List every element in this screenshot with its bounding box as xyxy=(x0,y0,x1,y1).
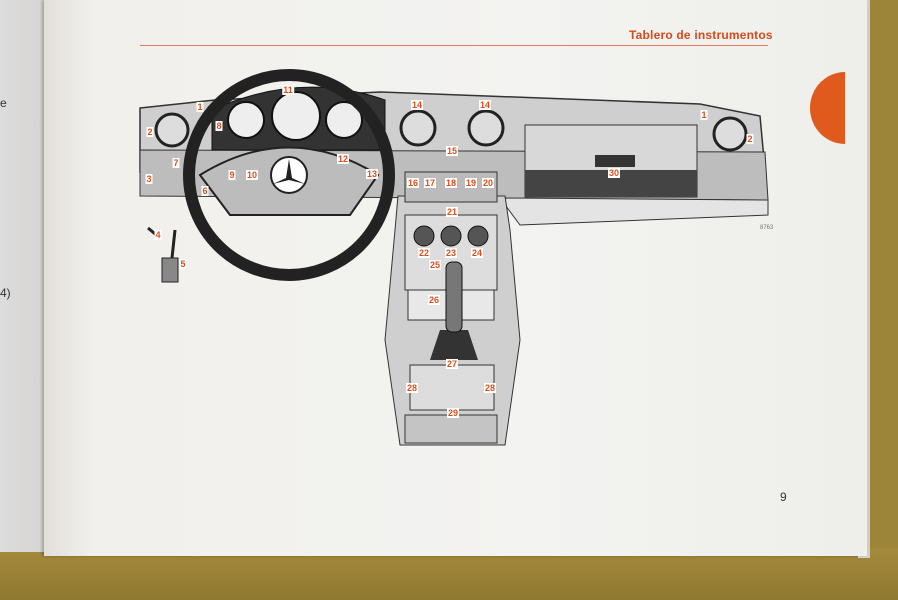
callout-label: 29 xyxy=(446,408,460,418)
left-page-text: 4) xyxy=(0,286,11,300)
callout-label: 8 xyxy=(215,121,223,131)
header-rule xyxy=(140,45,768,46)
callout-label: 6 xyxy=(201,186,209,196)
callout-label: 28 xyxy=(405,383,419,393)
callout-label: 16 xyxy=(406,178,420,188)
callout-label: 9 xyxy=(228,170,236,180)
climate-knobs xyxy=(413,225,489,247)
callout-label: 19 xyxy=(464,178,478,188)
callout-label: 5 xyxy=(179,259,187,269)
dash-edge xyxy=(499,197,769,226)
vent-right xyxy=(712,116,748,152)
callout-label: 17 xyxy=(423,178,437,188)
speedometer xyxy=(271,91,321,141)
vent-center-right xyxy=(467,109,505,147)
callout-label: 1 xyxy=(700,110,708,120)
callout-label: 30 xyxy=(607,168,621,178)
callout-label: 1 xyxy=(196,102,204,112)
callout-label: 18 xyxy=(444,178,458,188)
callout-label: 23 xyxy=(444,248,458,258)
page-number: 9 xyxy=(780,490,787,504)
callout-label: 27 xyxy=(445,359,459,369)
vent-left xyxy=(154,112,190,148)
callout-label: 14 xyxy=(410,100,424,110)
parking-brake-pedal xyxy=(161,257,179,283)
gauge-left xyxy=(227,101,265,139)
callout-label: 11 xyxy=(282,85,294,95)
callout-label: 2 xyxy=(146,127,154,137)
callout-label: 28 xyxy=(483,383,497,393)
steering-wheel xyxy=(183,69,395,281)
callout-label: 14 xyxy=(478,100,492,110)
callout-label: 2 xyxy=(746,134,754,144)
air-vents xyxy=(154,109,748,152)
callout-label: 22 xyxy=(417,248,431,258)
callout-label: 3 xyxy=(145,174,153,184)
callout-label: 4 xyxy=(154,230,162,240)
table-background xyxy=(0,548,898,600)
tachometer xyxy=(325,101,363,139)
glovebox-latch xyxy=(595,155,635,167)
callout-label: 21 xyxy=(445,207,459,217)
console-bottom xyxy=(404,414,498,444)
page-title: Tablero de instrumentos xyxy=(629,28,773,42)
callout-label: 15 xyxy=(445,146,459,156)
callout-label: 7 xyxy=(172,158,180,168)
callout-label: 24 xyxy=(470,248,484,258)
callout-label: 26 xyxy=(427,295,441,305)
glovebox-shadow xyxy=(525,170,697,197)
callout-label: 10 xyxy=(245,170,259,180)
callout-label: 12 xyxy=(336,154,350,164)
gear-lever xyxy=(445,261,463,333)
callout-label: 25 xyxy=(428,260,442,270)
left-page-text: e xyxy=(0,96,7,110)
callout-label: 13 xyxy=(365,169,379,179)
gear-boot xyxy=(430,330,478,360)
figure-code: 8763 xyxy=(760,225,774,231)
window-switches xyxy=(409,364,495,411)
vent-center-left xyxy=(399,109,437,147)
callout-label: 20 xyxy=(481,178,495,188)
